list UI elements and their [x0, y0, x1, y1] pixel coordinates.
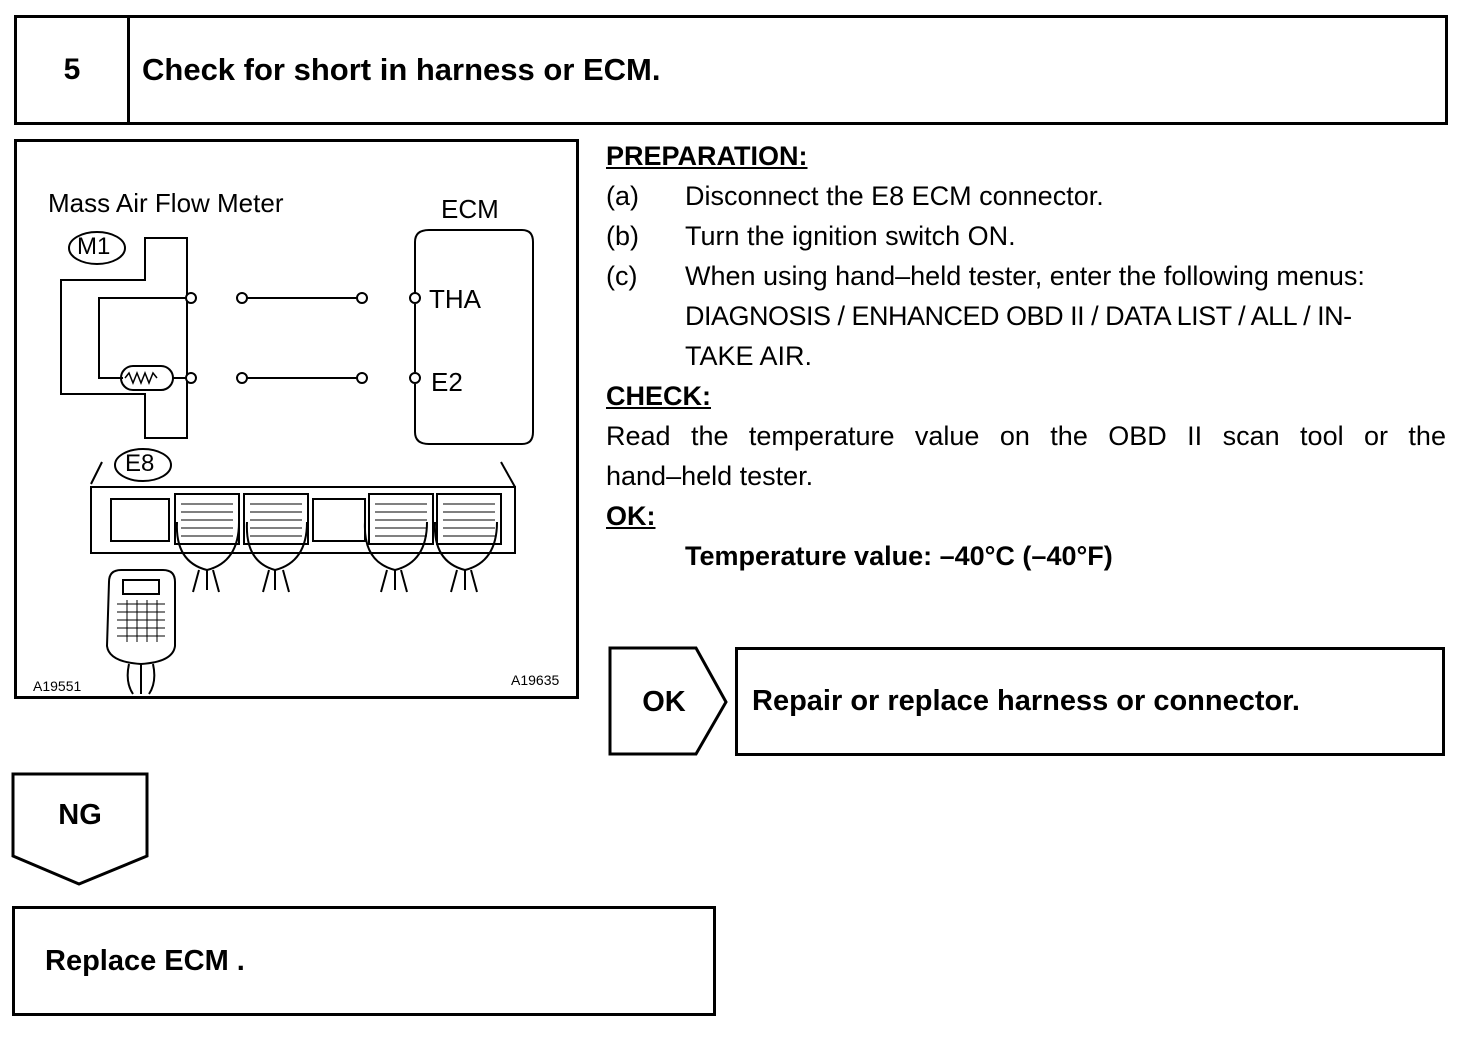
e8-loose-connector — [105, 569, 176, 666]
ok-action-box: Repair or replace harness or connector. — [735, 647, 1445, 756]
check-word: the — [690, 421, 729, 451]
check-word: temperature — [748, 421, 895, 451]
check-word: tool — [1300, 421, 1344, 451]
m1-oval — [68, 231, 126, 265]
ecm-body — [414, 229, 534, 445]
ng-action-box: Replace ECM . — [12, 906, 716, 1016]
check-word: OBD — [1108, 421, 1167, 451]
ok-heading: OK: — [606, 501, 656, 531]
ok-arrow-tag — [608, 646, 728, 756]
menu-path-line-2: TAKE AIR. — [685, 341, 813, 371]
ng-arrow-tag — [11, 772, 149, 886]
tha-terminal-label: THA — [429, 284, 481, 314]
ng-label: NG — [58, 798, 102, 831]
step-title: Check for short in harness or ECM. — [142, 52, 661, 87]
e8-oval — [114, 448, 172, 482]
check-word: scan — [1222, 421, 1280, 451]
step-label: (b) — [606, 221, 639, 251]
menu-path-line-1: DIAGNOSIS / ENHANCED OBD II / DATA LIST … — [685, 301, 1352, 331]
mass-air-flow-meter-body — [60, 237, 188, 439]
step-label: (a) — [606, 181, 639, 211]
preparation-step: (b) Turn the ignition switch ON. — [606, 216, 1446, 256]
ng-action-text: Replace ECM . — [45, 944, 245, 977]
check-word: the — [1050, 421, 1088, 451]
m1-label: M1 — [77, 233, 111, 260]
preparation-heading: PREPARATION: — [606, 141, 808, 171]
figure-id-right: A19635 — [511, 672, 560, 688]
step-header: 5 Check for short in harness or ECM. — [14, 15, 1448, 125]
wiring-diagram: Mass Air Flow Meter ECM M1 THA E2 E8 A19… — [14, 139, 579, 699]
ok-action-text: Repair or replace harness or connector. — [752, 685, 1300, 717]
check-word: II — [1187, 421, 1203, 451]
step-label: (c) — [606, 261, 638, 291]
e2-terminal-label: E2 — [431, 367, 463, 397]
step-text: Disconnect the E8 ECM connector. — [685, 181, 1104, 211]
e8-label: E8 — [125, 450, 155, 477]
check-word: value — [914, 421, 980, 451]
ok-label: OK — [642, 685, 686, 718]
mass-air-flow-meter-label: Mass Air Flow Meter — [48, 188, 284, 218]
check-word: the — [1408, 421, 1446, 451]
ecm-connector-block — [90, 486, 516, 554]
step-text: Turn the ignition switch ON. — [685, 221, 1016, 251]
figure-id-left: A19551 — [33, 678, 82, 694]
ecm-label: ECM — [441, 194, 499, 224]
check-heading: CHECK: — [606, 381, 711, 411]
preparation-step: (c) When using hand–held tester, enter th… — [606, 256, 1446, 296]
wiring-diagram-graphic — [60, 229, 534, 695]
step-text: When using hand–held tester, enter the f… — [685, 261, 1365, 291]
check-word: on — [999, 421, 1030, 451]
check-word: Read — [606, 421, 671, 451]
preparation-step: (a) Disconnect the E8 ECM connector. — [606, 176, 1446, 216]
check-text-line-2: hand–held tester. — [606, 461, 814, 491]
instructions: PREPARATION: (a) Disconnect the E8 ECM co… — [606, 136, 1446, 576]
step-number: 5 — [17, 18, 130, 122]
check-text-line-1: Read the temperature value on the OBD II… — [606, 416, 1446, 456]
ok-criteria: Temperature value: –40°C (–40°F) — [685, 541, 1113, 571]
check-word: or — [1364, 421, 1389, 451]
